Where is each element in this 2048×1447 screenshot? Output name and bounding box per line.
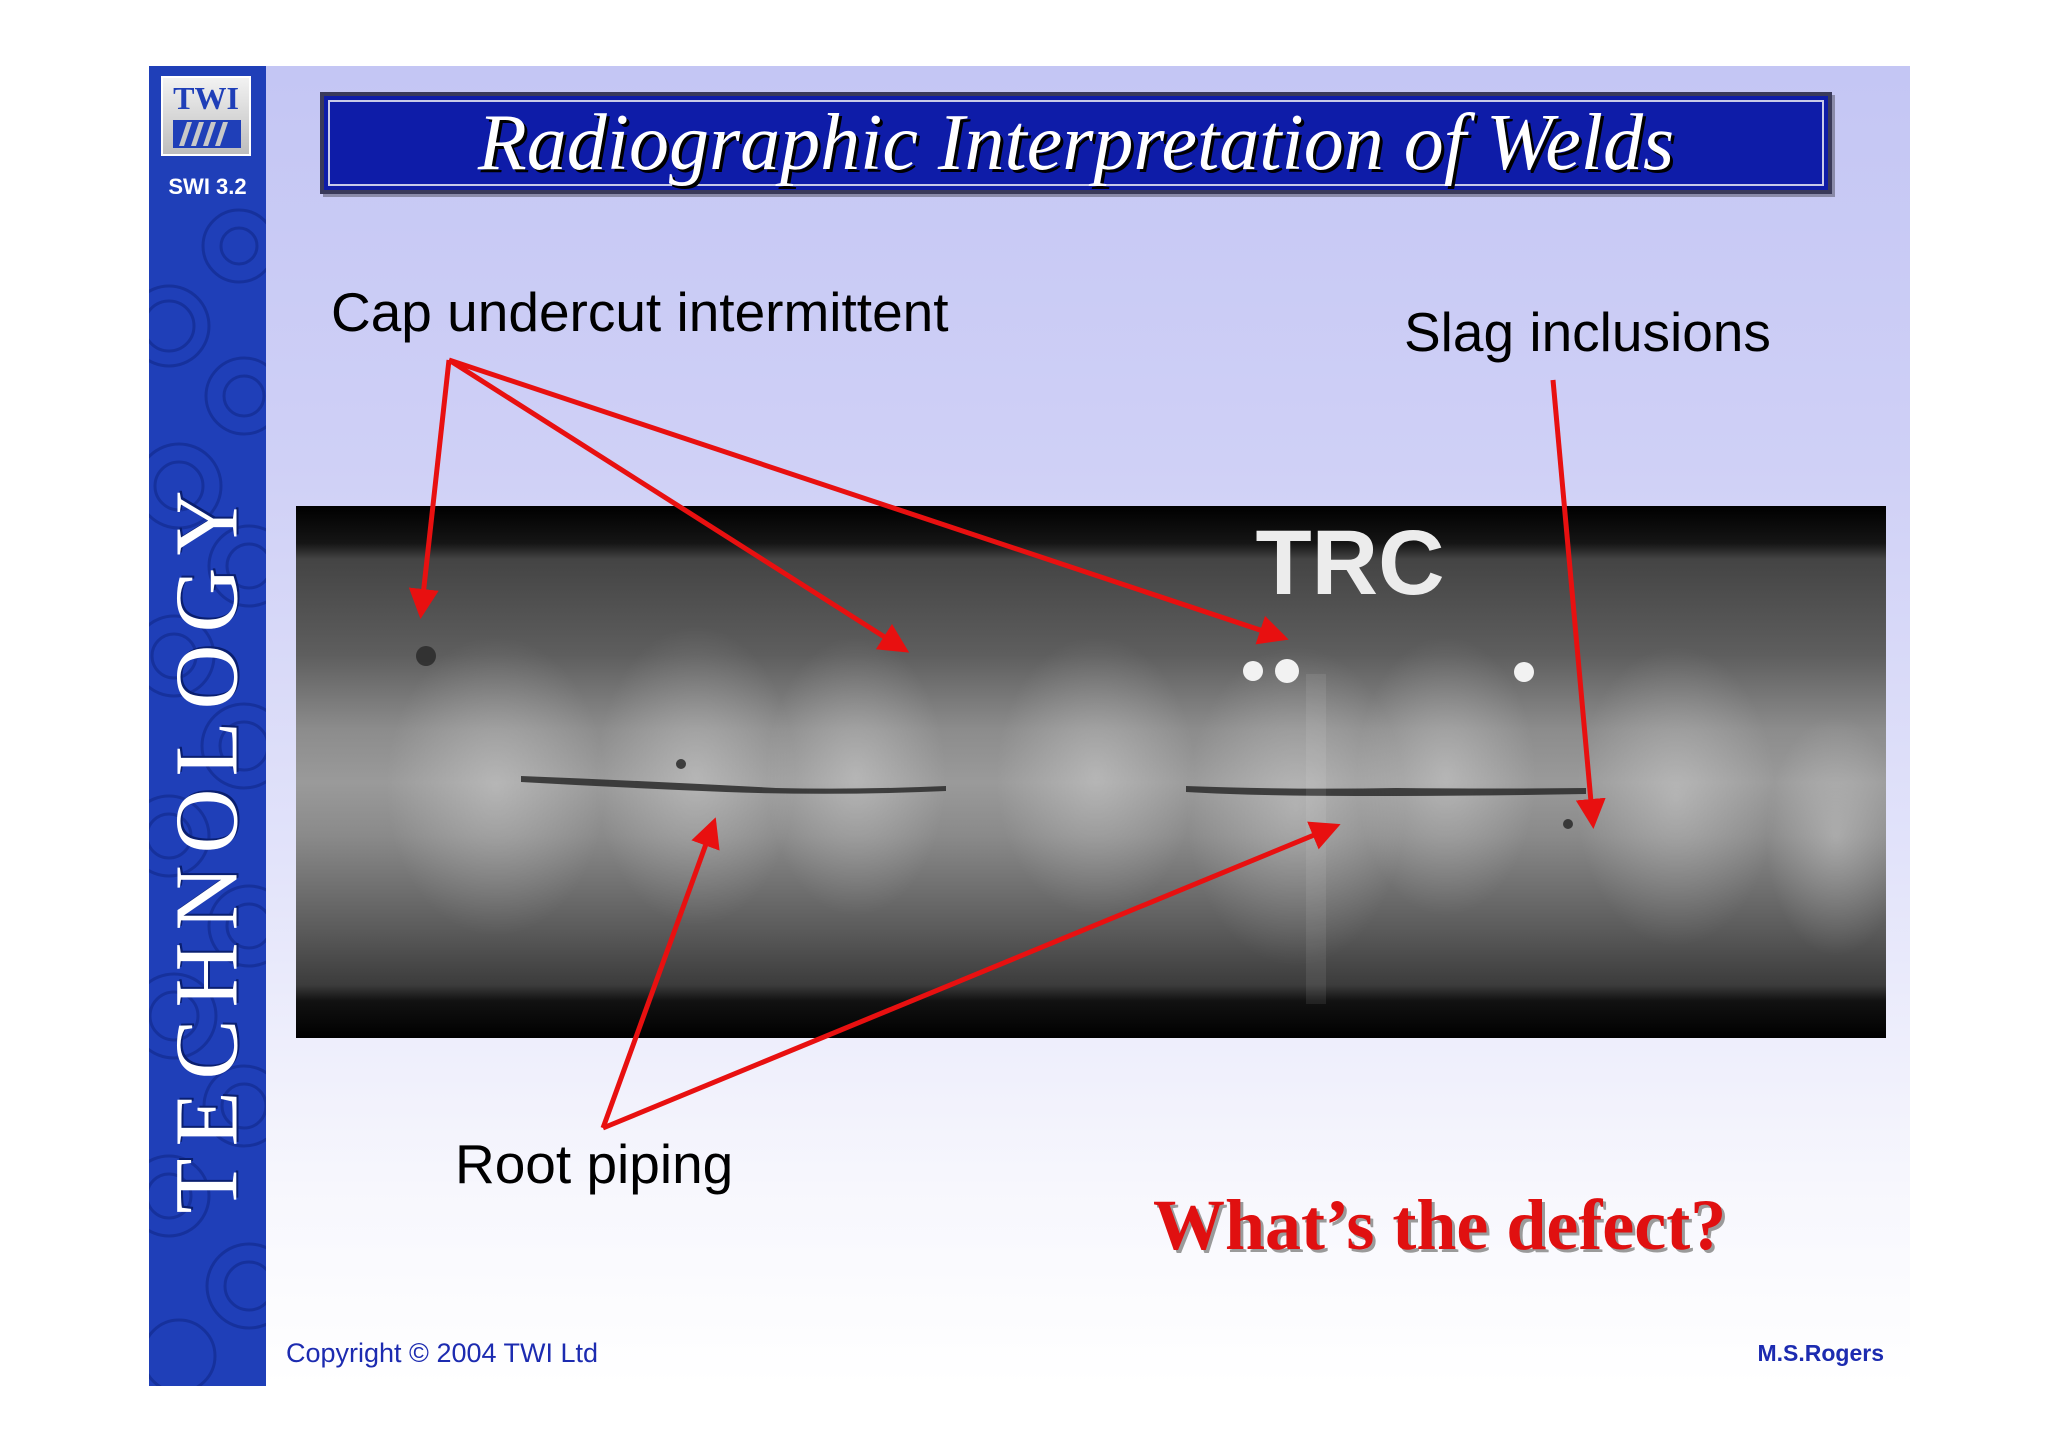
film-location-markers <box>1243 659 1534 683</box>
twi-logo: TWI <box>161 76 251 156</box>
title-bar: Radiographic Interpretation of Welds <box>320 92 1832 194</box>
weld-radiograph-image: TRC <box>296 506 1886 1038</box>
logo-text: TWI <box>173 80 239 116</box>
slide-title: Radiographic Interpretation of Welds <box>477 98 1675 187</box>
footer-author: M.S.Rogers <box>1757 1340 1884 1366</box>
defect-question: What’s the defect? <box>1153 1185 1727 1265</box>
sidebar: TWI SWI 3.2 TECHNOLOGY <box>149 66 266 1386</box>
slide: TWI SWI 3.2 TECHNOLOGY Radiographic Inte… <box>149 66 1910 1386</box>
swirl-pattern <box>149 208 266 1386</box>
root-piping-lines <box>416 646 1586 829</box>
title-bar-border <box>328 100 1824 186</box>
film-marking: TRC <box>1255 512 1444 614</box>
vertical-technology-word: TECHNOLOGY <box>157 478 257 1214</box>
slide-reference: SWI 3.2 <box>168 174 247 199</box>
label-cap-undercut: Cap undercut intermittent <box>331 281 949 343</box>
logo-stripes-icon <box>173 120 241 148</box>
label-root-piping: Root piping <box>455 1133 734 1195</box>
label-slag-inclusions: Slag inclusions <box>1404 301 1771 363</box>
footer-copyright: Copyright © 2004 TWI Ltd <box>286 1338 599 1368</box>
